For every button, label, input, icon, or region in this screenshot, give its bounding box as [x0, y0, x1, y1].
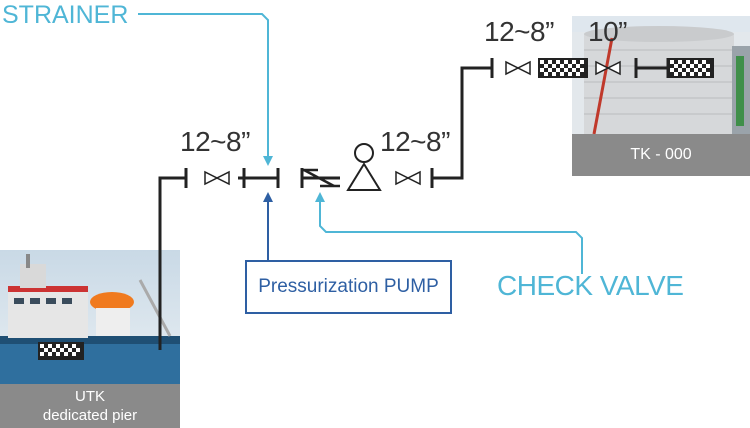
pump-arrow: [263, 192, 273, 202]
check-valve-icon: [302, 168, 340, 188]
flow-meter-icon: [668, 58, 714, 78]
strainer-label: STRAINER: [2, 1, 129, 29]
pipe-size-top: 12~8”: [484, 16, 554, 47]
flange-marks: [184, 58, 670, 188]
pier-caption: UTK dedicated pier: [0, 384, 180, 428]
check-valve-arrow: [315, 192, 325, 202]
pump-label: Pressurization PUMP: [258, 276, 439, 297]
tank-photo: [572, 16, 750, 134]
pipe-size-left: 12~8”: [180, 126, 250, 157]
flow-meter-icon: [538, 58, 588, 78]
gate-valve-icon: [505, 60, 531, 76]
gate-valve-icon: [395, 170, 421, 186]
tank-label: TK - 000: [630, 146, 692, 163]
check-valve-leader: [319, 202, 583, 274]
ship-photo: [0, 250, 180, 386]
gate-valve-icon: [595, 60, 621, 76]
pump-icon: [346, 143, 382, 191]
pier-caption-line1: UTK: [75, 388, 105, 405]
strainer-leader: [138, 13, 269, 156]
pressurization-pump-box: Pressurization PUMP: [245, 260, 452, 314]
pipe-size-middle: 12~8”: [380, 126, 450, 157]
tank-caption: TK - 000: [572, 134, 750, 176]
strainer-arrow: [263, 156, 273, 166]
check-valve-label: CHECK VALVE: [497, 270, 684, 301]
pier-caption-line2: dedicated pier: [42, 407, 138, 424]
pipe-size-tank: 10”: [588, 16, 627, 47]
gate-valve-icon: [204, 170, 230, 186]
